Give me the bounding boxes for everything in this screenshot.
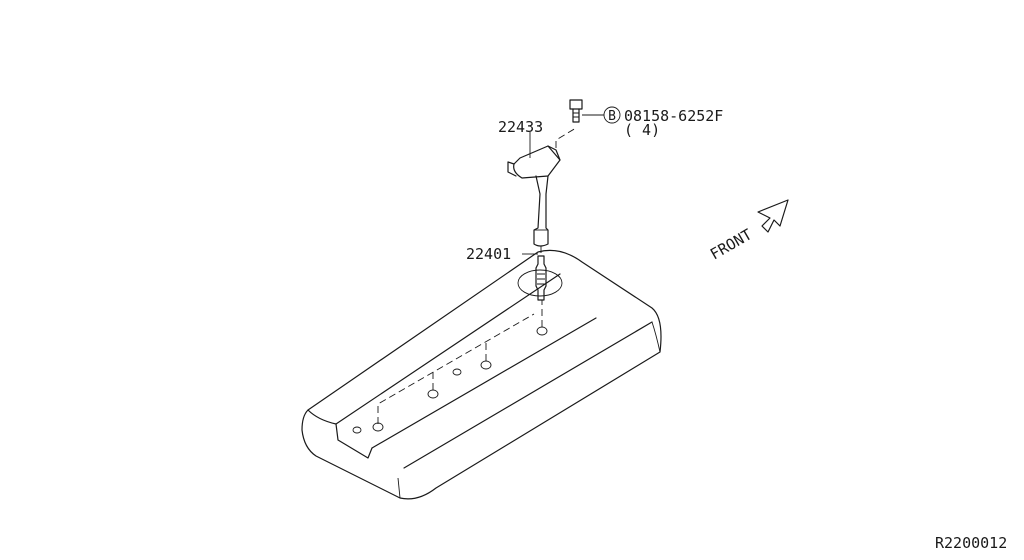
bolt-part-number: 08158-6252F <box>624 107 723 125</box>
coil-part-number: 22433 <box>498 118 543 136</box>
front-label: FRONT <box>707 225 755 263</box>
ignition-coil <box>507 127 577 247</box>
bolt <box>569 99 583 123</box>
engine-cover <box>301 249 662 500</box>
bolt-quantity: ( 4) <box>624 121 660 139</box>
bolt-symbol-letter: B <box>608 109 616 124</box>
front-arrow-icon <box>757 199 789 233</box>
plug-part-number: 22401 <box>466 245 511 263</box>
reference-code: R2200012 <box>935 534 1007 552</box>
spark-plug <box>535 246 547 301</box>
bolt-symbol-circle <box>603 106 621 124</box>
